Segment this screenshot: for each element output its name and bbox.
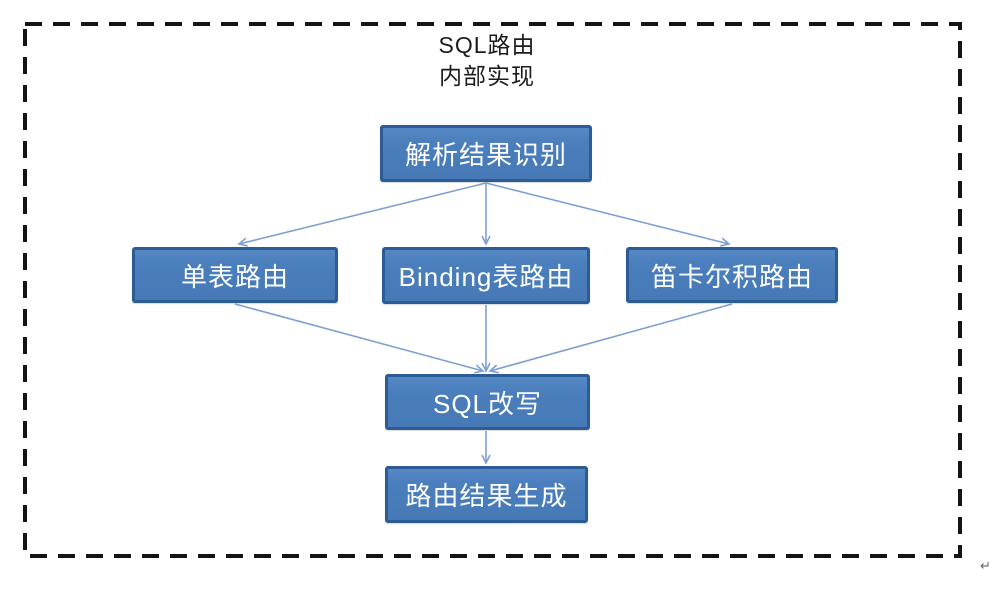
node-sql-rewrite: SQL改写 [385, 374, 590, 430]
node-label: Binding表路由 [398, 262, 574, 292]
diagram-title-line1: SQL路由 [438, 32, 536, 58]
node-label: 解析结果识别 [404, 140, 567, 170]
diagram-title: SQL路由 内部实现 [337, 30, 637, 92]
node-binding-table-routing: Binding表路由 [382, 247, 590, 304]
node-label: SQL改写 [432, 388, 543, 419]
node-label: 单表路由 [180, 261, 289, 292]
diagram-title-line2: 内部实现 [439, 63, 535, 89]
node-label: 路由结果生成 [405, 481, 568, 511]
node-label: 笛卡尔积路由 [650, 261, 813, 292]
node-single-table-routing: 单表路由 [132, 247, 338, 303]
node-routing-result-generation: 路由结果生成 [385, 466, 588, 523]
node-cartesian-product-routing: 笛卡尔积路由 [626, 247, 838, 303]
return-mark: ↵ [980, 558, 991, 573]
node-parse-result-recognition: 解析结果识别 [380, 125, 592, 182]
